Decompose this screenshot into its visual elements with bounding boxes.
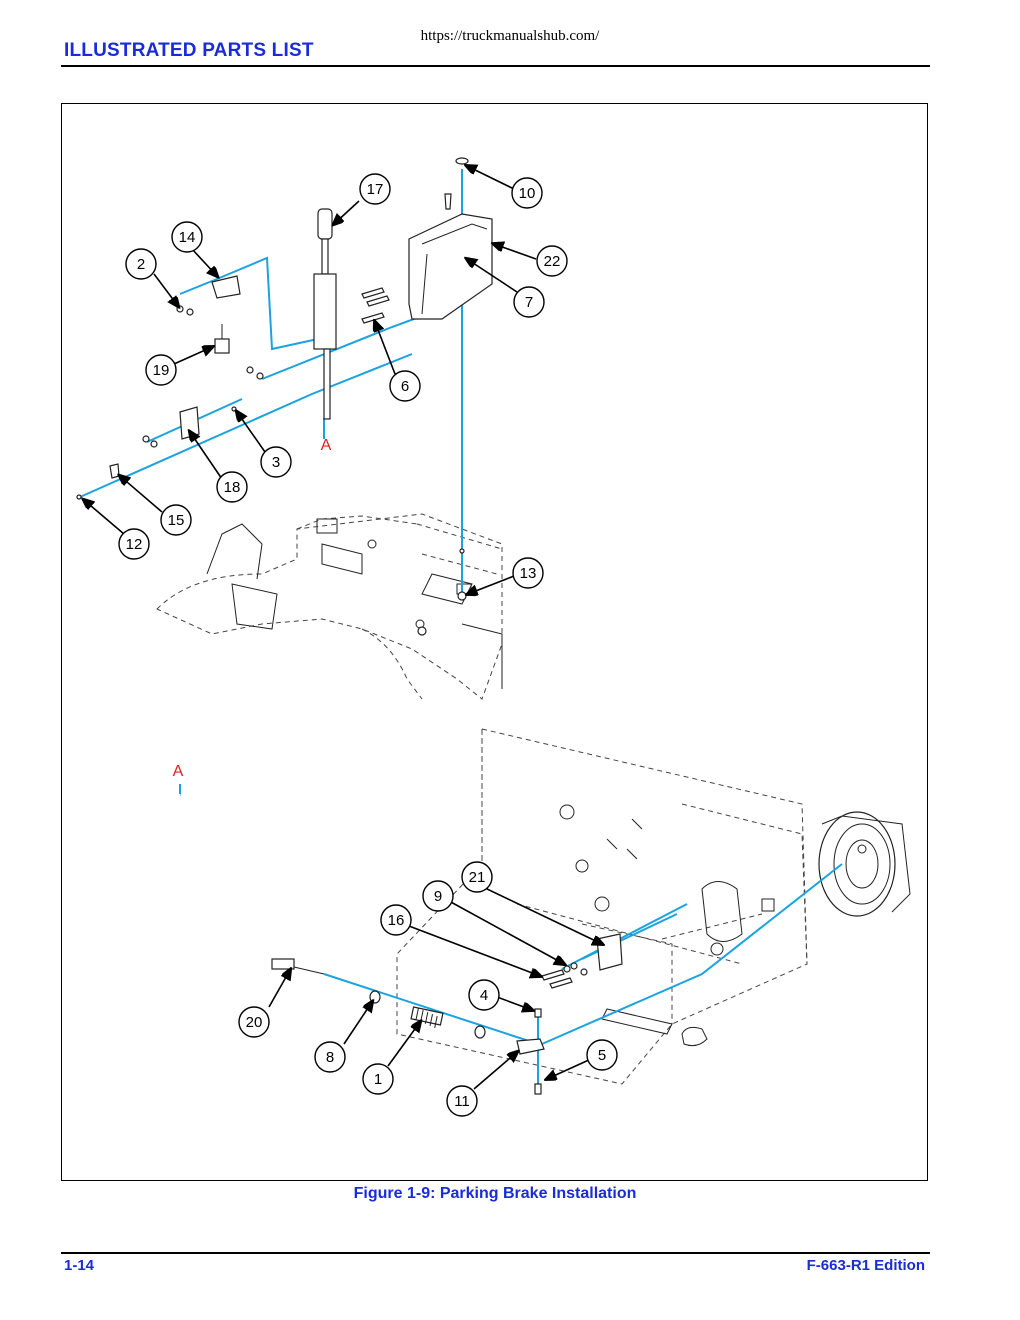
- svg-text:22: 22: [544, 253, 561, 270]
- svg-text:20: 20: [246, 1014, 263, 1031]
- callout-4: 4: [468, 979, 500, 1011]
- svg-text:6: 6: [401, 378, 409, 395]
- edition-label: F-663-R1 Edition: [806, 1257, 925, 1274]
- callout-1: 1: [362, 1063, 394, 1095]
- upper-frame-drawing: [156, 513, 503, 700]
- callout-22: 22: [536, 245, 568, 277]
- parts: [76, 157, 623, 1095]
- ref-letter-a-top: A: [321, 437, 332, 454]
- svg-text:18: 18: [224, 479, 241, 496]
- svg-text:14: 14: [179, 229, 196, 246]
- callout-5: 5: [586, 1039, 618, 1071]
- callout-8: 8: [314, 1041, 346, 1073]
- svg-text:12: 12: [126, 536, 143, 553]
- callout-18: 18: [216, 471, 248, 503]
- svg-text:3: 3: [272, 454, 280, 471]
- figure-frame: A A: [61, 103, 928, 1181]
- callout-20: 20: [238, 1006, 270, 1038]
- svg-text:17: 17: [367, 181, 384, 198]
- svg-text:4: 4: [480, 987, 488, 1004]
- section-title: ILLUSTRATED PARTS LIST: [64, 40, 314, 61]
- callout-21: 21: [461, 861, 493, 893]
- callout-6: 6: [389, 370, 421, 402]
- callout-13: 13: [512, 557, 544, 589]
- svg-text:13: 13: [520, 565, 537, 582]
- callout-12: 12: [118, 528, 150, 560]
- svg-text:11: 11: [454, 1093, 470, 1110]
- svg-text:16: 16: [388, 912, 405, 929]
- callout-15: 15: [160, 504, 192, 536]
- svg-text:5: 5: [598, 1047, 606, 1064]
- callout-17: 17: [359, 173, 391, 205]
- svg-text:15: 15: [168, 512, 185, 529]
- svg-text:1: 1: [374, 1071, 382, 1088]
- callout-14: 14: [171, 221, 203, 253]
- footer-rule: [61, 1252, 930, 1254]
- svg-text:8: 8: [326, 1049, 334, 1066]
- callout-10: 10: [511, 177, 543, 209]
- ref-letter-a-bottom: A: [173, 763, 184, 780]
- page-number: 1-14: [64, 1257, 95, 1274]
- leader-lines: [84, 166, 602, 1090]
- callout-16: 16: [380, 904, 412, 936]
- callout-3: 3: [260, 446, 292, 478]
- callout-7: 7: [513, 286, 545, 318]
- svg-text:2: 2: [137, 256, 145, 273]
- header-rule: [61, 65, 930, 67]
- svg-text:21: 21: [469, 869, 486, 886]
- svg-text:7: 7: [525, 294, 533, 311]
- parking-brake-diagram: A A: [76, 157, 911, 1117]
- assembly-lines: [79, 169, 843, 1089]
- svg-text:19: 19: [153, 362, 170, 379]
- callout-19: 19: [145, 354, 177, 386]
- lower-frame-drawing: [396, 728, 808, 1085]
- svg-text:10: 10: [519, 185, 536, 202]
- brake-drum-drawing: [818, 811, 911, 917]
- callout-9: 9: [422, 880, 454, 912]
- callout-2: 2: [125, 248, 157, 280]
- svg-text:9: 9: [434, 888, 442, 905]
- source-url: https://truckmanualshub.com/: [420, 28, 600, 44]
- figure-caption: Figure 1-9: Parking Brake Installation: [353, 1185, 637, 1202]
- callout-11: 11: [446, 1085, 478, 1117]
